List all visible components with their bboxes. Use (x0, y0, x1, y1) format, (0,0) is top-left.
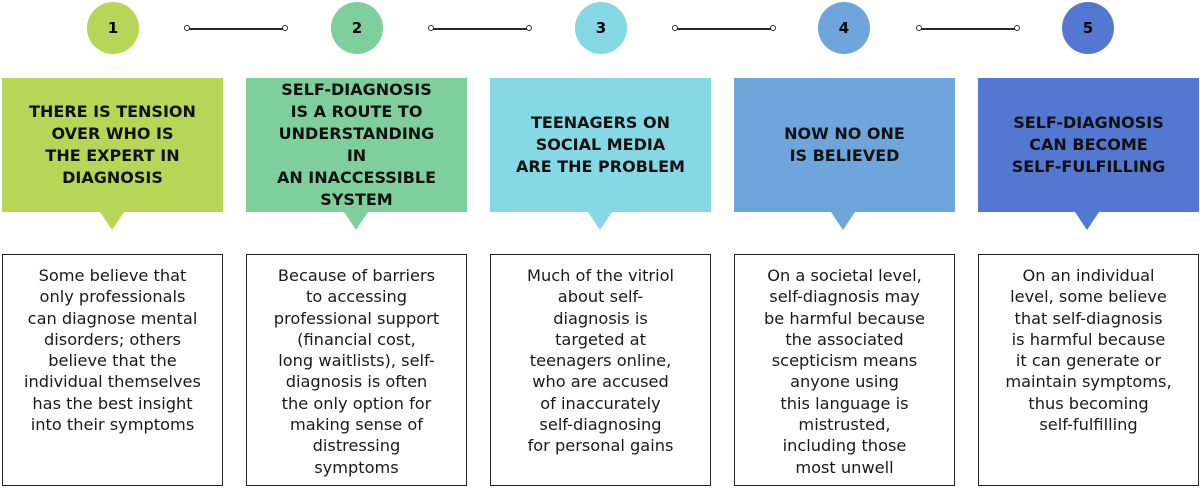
step-2-pointer (344, 212, 368, 230)
step-1-pointer (100, 212, 124, 230)
connector-1-2 (184, 25, 288, 31)
connector-3-4 (672, 25, 776, 31)
connector-4-5 (916, 25, 1020, 31)
step-3-description: Much of the vitriol about self- diagnosi… (527, 266, 674, 456)
step-5-description-box: On an individual level, some believe tha… (978, 254, 1199, 486)
connector-2-3 (428, 25, 532, 31)
step-3-number-badge: 3 (575, 2, 627, 54)
step-4-description-box: On a societal level, self-diagnosis may … (734, 254, 955, 486)
step-3-heading: TEENAGERS ON SOCIAL MEDIA ARE THE PROBLE… (516, 113, 685, 176)
step-1-heading: THERE IS TENSION OVER WHO IS THE EXPERT … (29, 102, 196, 187)
step-2-description: Because of barriers to accessing profess… (273, 266, 440, 477)
step-5-number-badge: 5 (1062, 2, 1114, 54)
step-5-pointer (1075, 212, 1099, 230)
step-5-heading: SELF-DIAGNOSIS CAN BECOME SELF-FULFILLIN… (1011, 113, 1166, 176)
step-4-description: On a societal level, self-diagnosis may … (763, 266, 925, 477)
step-1-heading-panel: THERE IS TENSION OVER WHO IS THE EXPERT … (2, 78, 223, 212)
step-1-description: Some believe that only professionals can… (24, 266, 201, 435)
step-3-heading-panel: TEENAGERS ON SOCIAL MEDIA ARE THE PROBLE… (490, 78, 711, 212)
step-4-number-badge: 4 (818, 2, 870, 54)
step-3-description-box: Much of the vitriol about self- diagnosi… (490, 254, 711, 486)
step-2-heading: SELF-DIAGNOSIS IS A ROUTE TO UNDERSTANDI… (276, 80, 437, 209)
step-1-description-box: Some believe that only professionals can… (2, 254, 223, 486)
step-1-number-badge: 1 (87, 2, 139, 54)
step-2-description-box: Because of barriers to accessing profess… (246, 254, 467, 486)
step-4-pointer (831, 212, 855, 230)
step-4-heading: NOW NO ONE IS BELIEVED (784, 124, 905, 165)
step-5-heading-panel: SELF-DIAGNOSIS CAN BECOME SELF-FULFILLIN… (978, 78, 1199, 212)
step-4-heading-panel: NOW NO ONE IS BELIEVED (734, 78, 955, 212)
step-2-heading-panel: SELF-DIAGNOSIS IS A ROUTE TO UNDERSTANDI… (246, 78, 467, 212)
step-2-number-badge: 2 (331, 2, 383, 54)
step-5-description: On an individual level, some believe tha… (1005, 266, 1172, 435)
step-3-pointer (588, 212, 612, 230)
